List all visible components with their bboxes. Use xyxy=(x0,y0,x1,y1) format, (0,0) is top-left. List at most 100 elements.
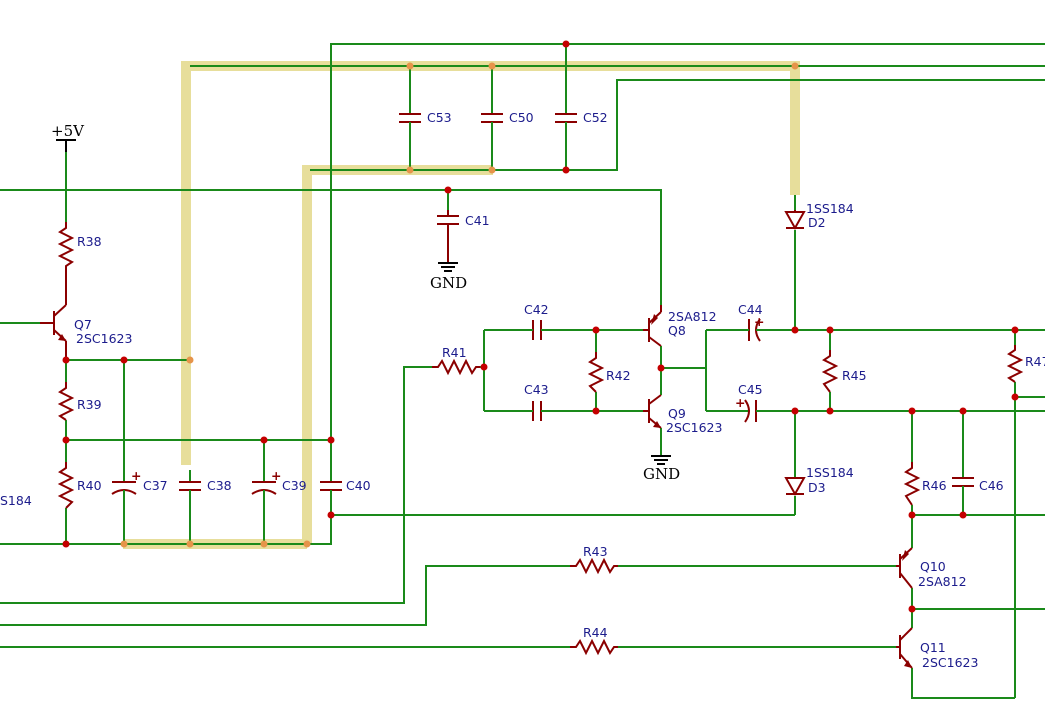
c43-label: C43 xyxy=(524,382,549,397)
c44-label: C44 xyxy=(738,302,763,317)
junction-dot xyxy=(260,436,268,444)
capacitor-c39[interactable]: + C39 xyxy=(251,468,307,500)
ground-label-c41: GND xyxy=(430,274,467,292)
capacitor-c42[interactable]: C42 xyxy=(524,302,550,340)
svg-text:+: + xyxy=(754,314,764,329)
junction-dots xyxy=(62,40,1019,613)
junction-dot xyxy=(406,166,414,174)
c46-label: C46 xyxy=(979,478,1004,493)
r40-label: R40 xyxy=(77,478,102,493)
junction-dot xyxy=(480,363,488,371)
r42-label: R42 xyxy=(606,368,631,383)
resistor-r47[interactable]: R47 xyxy=(1006,345,1045,383)
q11-label: Q11 xyxy=(920,640,946,655)
resistor-r40[interactable]: R40 xyxy=(57,462,102,509)
supply-5v[interactable]: +5V xyxy=(51,122,85,152)
c42-label: C42 xyxy=(524,302,549,317)
junction-dot xyxy=(327,436,335,444)
diode-d3[interactable]: 1SS184 D3 xyxy=(784,465,854,497)
capacitor-c45[interactable]: + C45 xyxy=(735,382,763,423)
resistor-r38[interactable]: R38 xyxy=(57,222,102,272)
c53-label: C53 xyxy=(427,110,452,125)
diode-d2[interactable]: 1SS184 D2 xyxy=(784,201,854,231)
transistor-q10[interactable]: Q10 2SA812 xyxy=(896,547,967,589)
junction-dot xyxy=(826,326,834,334)
q9-label: Q9 xyxy=(668,406,686,421)
c39-label: C39 xyxy=(282,478,307,493)
junction-dot xyxy=(562,40,570,48)
junction-dot xyxy=(120,356,128,364)
resistor-r39[interactable]: R39 xyxy=(57,382,102,421)
resistor-r45[interactable]: R45 xyxy=(821,350,867,393)
r46-label: R46 xyxy=(922,478,947,493)
capacitor-c37[interactable]: + C37 xyxy=(111,468,168,500)
capacitor-c44[interactable]: + C44 xyxy=(738,302,766,342)
ground-label-q9: GND xyxy=(643,465,680,483)
highlighted-net[interactable] xyxy=(123,61,800,549)
capacitor-c40[interactable]: C40 xyxy=(320,475,371,515)
q8-label: Q8 xyxy=(668,323,686,338)
q7-part: 2SC1623 xyxy=(76,331,132,346)
junction-dot xyxy=(303,540,311,548)
capacitor-c53[interactable]: C53 xyxy=(399,100,452,136)
q9-part: 2SC1623 xyxy=(666,420,722,435)
junction-dot xyxy=(1011,326,1019,334)
d3-part: 1SS184 xyxy=(806,465,854,480)
q8-part: 2SA812 xyxy=(668,309,717,324)
transistor-q8[interactable]: 2SA812 Q8 xyxy=(643,305,717,347)
capacitor-c50[interactable]: C50 xyxy=(481,100,534,136)
resistor-r41[interactable]: R41 xyxy=(432,345,480,376)
junction-dot xyxy=(908,407,916,415)
resistors: R38 R39 R40 R42 R45 R46 R47 R41 xyxy=(57,222,1045,656)
resistor-r46[interactable]: R46 xyxy=(903,462,947,506)
d2-label: D2 xyxy=(808,215,826,230)
q11-part: 2SC1623 xyxy=(922,655,978,670)
junction-dot xyxy=(791,407,799,415)
junction-dot xyxy=(186,356,194,364)
clipped-diode-part: S184 xyxy=(0,493,32,508)
r41-label: R41 xyxy=(442,345,467,360)
junction-dot xyxy=(826,407,834,415)
capacitor-c41[interactable]: C41 xyxy=(437,210,490,262)
junction-dot xyxy=(327,511,335,519)
junction-dot xyxy=(908,511,916,519)
junction-dot xyxy=(562,166,570,174)
r39-label: R39 xyxy=(77,397,102,412)
svg-text:+: + xyxy=(735,395,745,410)
d2-part: 1SS184 xyxy=(806,201,854,216)
c45-label: C45 xyxy=(738,382,763,397)
c38-label: C38 xyxy=(207,478,232,493)
junction-dot xyxy=(260,540,268,548)
d3-label: D3 xyxy=(808,480,826,495)
capacitor-c46[interactable]: C46 xyxy=(952,477,1004,494)
ground-q9[interactable]: GND xyxy=(643,455,680,483)
junction-dot xyxy=(791,62,799,70)
r43-label: R43 xyxy=(583,544,608,559)
c50-label: C50 xyxy=(509,110,534,125)
resistor-r42[interactable]: R42 xyxy=(587,352,631,393)
capacitor-c43[interactable]: C43 xyxy=(524,382,550,421)
transistors: Q7 2SC1623 2SA812 Q8 Q9 2SC1623 xyxy=(40,272,978,670)
junction-dot xyxy=(186,540,194,548)
transistor-q9[interactable]: Q9 2SC1623 xyxy=(643,394,722,435)
c40-label: C40 xyxy=(346,478,371,493)
junction-dot xyxy=(959,407,967,415)
diodes: 1SS184 D2 1SS184 D3 S184 xyxy=(0,201,854,508)
resistor-r43[interactable]: R43 xyxy=(570,544,618,575)
junction-dot xyxy=(592,326,600,334)
capacitor-c52[interactable]: C52 xyxy=(555,100,608,136)
junction-dot xyxy=(62,356,70,364)
transistor-q11[interactable]: Q11 2SC1623 xyxy=(896,627,978,670)
r38-label: R38 xyxy=(77,234,102,249)
ground-c41[interactable]: GND xyxy=(430,262,467,292)
transistor-q7[interactable]: Q7 2SC1623 xyxy=(40,272,132,360)
wires xyxy=(0,43,1045,699)
resistor-r44[interactable]: R44 xyxy=(570,625,618,656)
junction-dot xyxy=(488,62,496,70)
capacitors: C53 C50 C52 C41 + xyxy=(111,100,1004,515)
svg-text:+: + xyxy=(131,468,141,483)
capacitor-c38[interactable]: C38 xyxy=(179,470,232,500)
c37-label: C37 xyxy=(143,478,168,493)
junction-dot xyxy=(488,166,496,174)
